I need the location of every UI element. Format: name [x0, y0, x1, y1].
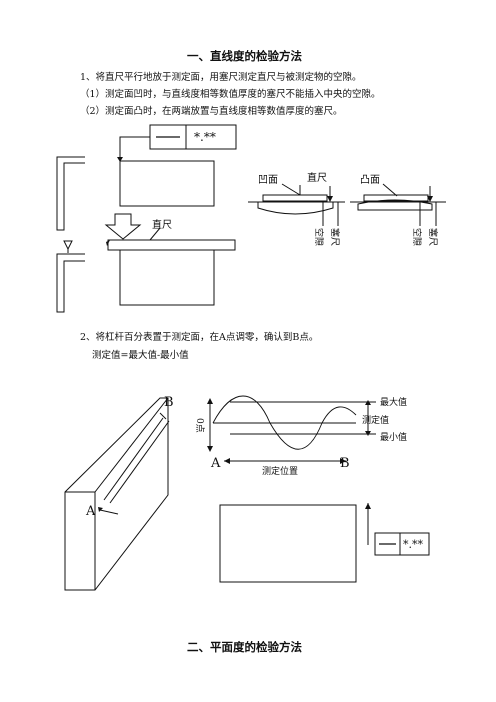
angle-profile-1 [56, 156, 85, 231]
section1-title: 一、直线度的检验方法 [187, 49, 302, 63]
section2-formula: 测定值=最大值-最小值 [92, 350, 189, 361]
ruler-label: 直尺 [152, 218, 172, 231]
feeler-label: 塞尺 [329, 228, 341, 246]
gap-label: 空隙 [313, 228, 325, 246]
tolerance-value-1: *.** [194, 130, 216, 144]
travel-path [103, 417, 164, 501]
tolerance-frame-2 [374, 532, 430, 556]
section1-line3: （2）测定面凸时，在两端放置与直线度相等数值厚度的塞尺。 [80, 106, 343, 117]
isometric-block [64, 397, 169, 591]
down-arrow-icon [104, 213, 142, 240]
section3-title: 二、平面度的检验方法 [187, 640, 302, 654]
ruler-concave [262, 194, 328, 202]
max-label: 最大值 [380, 396, 407, 408]
section1-line1: 1、将直尺平行地放于测定面，用塞尺测定直尺与被测定物的空隙。 [80, 72, 362, 83]
point-b-label: B [164, 395, 174, 410]
axis-b-label: B [340, 456, 350, 471]
tolerance-value-2: *.** [403, 538, 423, 551]
section1-line2: （1）测定面凹时，与直线度相等数值厚度的塞尺不能插入中央的空隙。 [80, 89, 381, 100]
point-a-label: A [85, 504, 96, 519]
angle-profile-2 [56, 253, 85, 313]
measured-value-label: 测定值 [362, 414, 389, 426]
workpiece-top [119, 160, 215, 207]
measurement-curve [212, 395, 357, 450]
gap-label-2: 空隙 [411, 228, 423, 246]
axis-a-label: A [210, 456, 221, 471]
position-label: 测定位置 [262, 465, 298, 477]
workpiece-bottom [119, 249, 215, 306]
convex-label: 凸面 [360, 174, 380, 186]
datum-triangle-icon [63, 240, 73, 251]
feeler-label-2: 塞尺 [427, 228, 439, 246]
ruler-label-2: 直尺 [307, 171, 327, 184]
measured-part [219, 504, 357, 583]
min-label: 最小值 [380, 431, 407, 443]
section2-line1: 2、将杠杆百分表置于测定面，在A点调零，确认到B点。 [80, 332, 319, 343]
concave-label: 凹面 [258, 175, 278, 186]
zero-point-label: 0点 [194, 418, 205, 433]
concave-surface [257, 202, 334, 215]
